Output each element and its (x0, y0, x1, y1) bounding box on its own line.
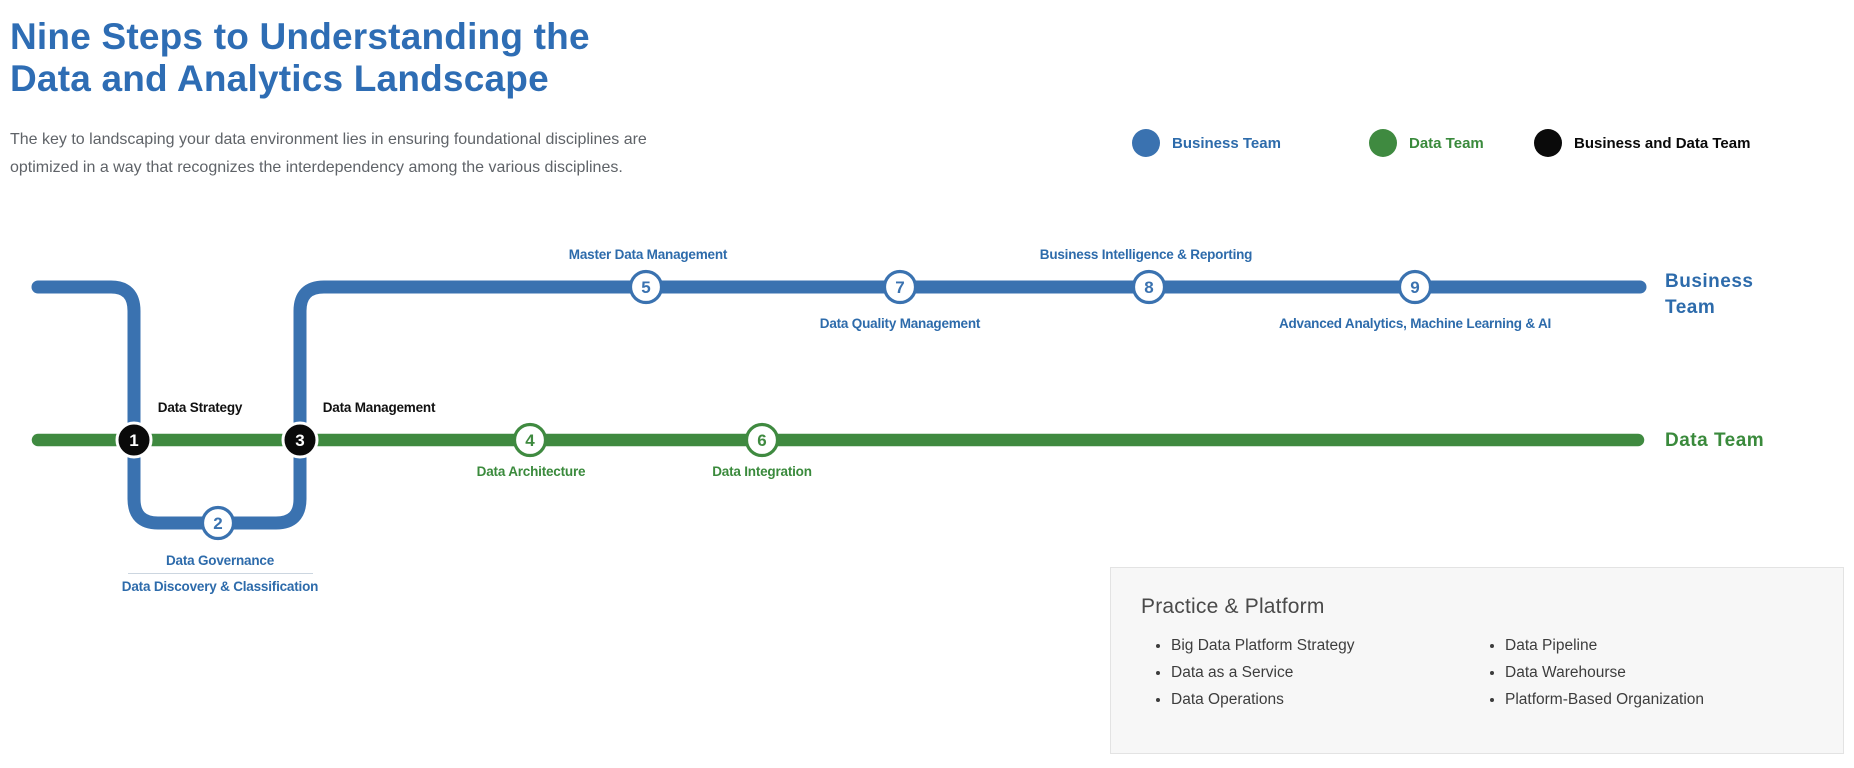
legend-label-business-and-data-team: Business and Data Team (1574, 134, 1751, 152)
node-step-4: 4 (512, 422, 548, 458)
practice-item: Data Operations (1171, 686, 1355, 713)
node-step-5: 5 (628, 269, 664, 305)
page-title-line2: Data and Analytics Landscape (10, 58, 549, 99)
node-step-6-circle (744, 422, 780, 458)
business-team-dot-icon (1132, 129, 1160, 157)
node-1-label: Data Strategy (157, 400, 243, 415)
node-step-7-circle (882, 269, 918, 305)
node-step-2-number: 2 (213, 514, 222, 533)
data-team-dot-icon (1369, 129, 1397, 157)
node-5-label: Master Data Management (568, 247, 728, 262)
node-step-7: 7 (882, 269, 918, 305)
node-step-8-number: 8 (1144, 278, 1153, 297)
page-subtitle-line1: The key to landscaping your data environ… (10, 131, 647, 148)
node-step-2-circle (200, 505, 236, 541)
business-and-data-team-dot-icon (1534, 129, 1562, 157)
node-step-4-number: 4 (525, 431, 535, 450)
node-step-3-circle (281, 421, 319, 459)
node-3-label: Data Management (322, 400, 436, 415)
practice-platform-title: Practice & Platform (1141, 595, 1325, 618)
node-step-1-circle (115, 421, 153, 459)
practice-item: Data as a Service (1171, 659, 1355, 686)
legend-item-business-team: Business Team (1132, 128, 1281, 158)
node-step-5-number: 5 (641, 278, 650, 297)
node-step-3: 3 (281, 421, 319, 459)
node-9-label: Advanced Analytics, Machine Learning & A… (1278, 316, 1552, 331)
practice-item: Data Warehourse (1505, 659, 1704, 686)
practice-platform-column-2: Data Pipeline Data Warehourse Platform-B… (1487, 632, 1704, 713)
page-subtitle-line2: optimized in a way that recognizes the i… (10, 159, 623, 176)
page-title-line1: Nine Steps to Understanding the (10, 16, 590, 57)
node-step-9-number: 9 (1410, 278, 1419, 297)
legend-item-data-team: Data Team (1369, 128, 1484, 158)
node-step-5-circle (628, 269, 664, 305)
node-6-label: Data Integration (712, 464, 812, 479)
node-step-1-number: 1 (129, 431, 138, 450)
node-8-label: Business Intelligence & Reporting (1039, 247, 1253, 262)
node-7-label: Data Quality Management (819, 316, 981, 331)
practice-platform-column-1: Big Data Platform Strategy Data as a Ser… (1153, 632, 1355, 713)
node-step-9: 9 (1397, 269, 1433, 305)
legend-item-business-and-data-team: Business and Data Team (1534, 128, 1750, 158)
data-team-line-label: Data Team (1665, 430, 1765, 451)
legend-label-business-team: Business Team (1172, 134, 1281, 152)
node-2-label: Data Governance (165, 553, 275, 568)
legend-label-data-team: Data Team (1409, 134, 1484, 152)
node-step-3-number: 3 (295, 431, 304, 450)
business-team-line-label: Business Team (1665, 269, 1753, 321)
practice-item: Data Pipeline (1505, 632, 1704, 659)
node-step-6: 6 (744, 422, 780, 458)
node-step-7-number: 7 (895, 278, 904, 297)
node-2-sub-label: Data Discovery & Classification (121, 579, 319, 594)
page-subtitle: The key to landscaping your data environ… (10, 126, 647, 182)
node-4-label: Data Architecture (476, 464, 586, 479)
page-title: Nine Steps to Understanding the Data and… (10, 16, 590, 100)
node-step-9-circle (1397, 269, 1433, 305)
node-2-label-divider (128, 573, 313, 574)
business-team-line-label-line2: Team (1665, 297, 1716, 318)
business-team-line-label-line1: Business (1665, 271, 1754, 292)
node-step-2: 2 (200, 505, 236, 541)
node-step-6-number: 6 (757, 431, 766, 450)
node-step-1: 1 (115, 421, 153, 459)
practice-platform-panel: Practice & Platform Big Data Platform St… (1110, 567, 1844, 754)
node-step-8-circle (1131, 269, 1167, 305)
node-step-8: 8 (1131, 269, 1167, 305)
practice-item: Platform-Based Organization (1505, 686, 1704, 713)
practice-item: Big Data Platform Strategy (1171, 632, 1355, 659)
node-step-4-circle (512, 422, 548, 458)
